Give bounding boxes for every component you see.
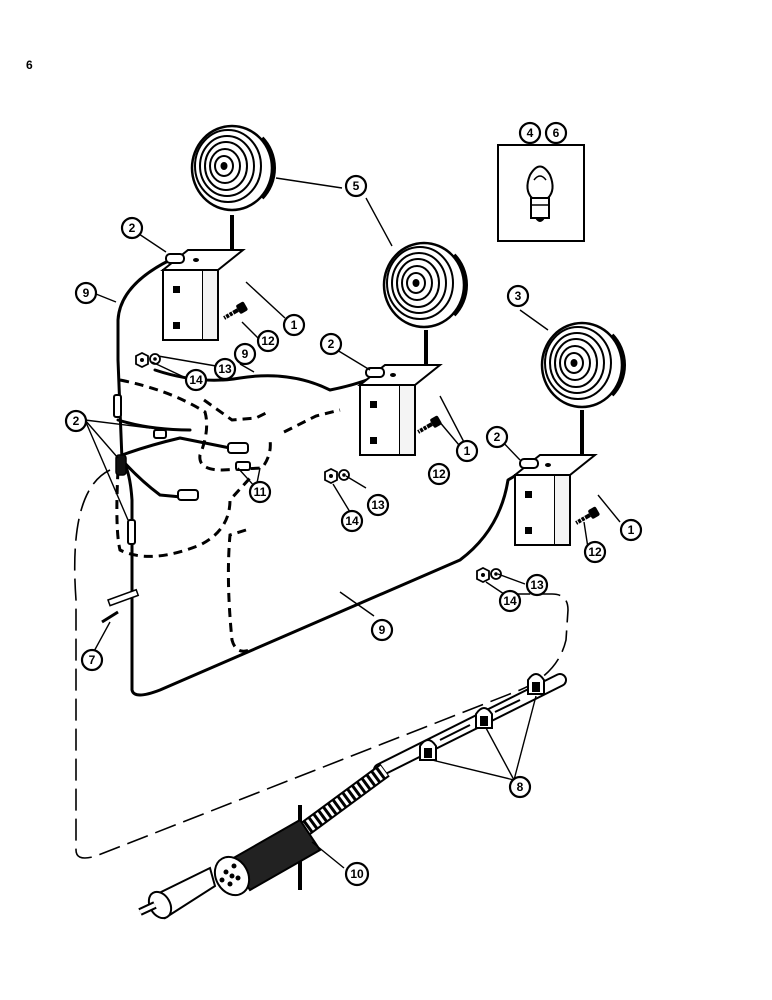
leader-lines [84, 177, 621, 869]
svg-text:2: 2 [73, 414, 80, 428]
svg-text:4: 4 [527, 126, 534, 140]
dashed-wire-a [119, 378, 272, 472]
svg-text:8: 8 [517, 780, 524, 794]
svg-text:9: 9 [83, 286, 90, 300]
callout-10: 10 [344, 861, 370, 887]
callout-9-center: 9 [233, 342, 257, 366]
callout-12-left: 12 [256, 329, 280, 353]
svg-text:1: 1 [291, 318, 298, 332]
dashed-wire-e [203, 398, 269, 422]
svg-text:5: 5 [353, 179, 360, 193]
callout-3: 3 [506, 284, 530, 308]
svg-text:10: 10 [350, 867, 364, 881]
lamp-left [190, 124, 277, 255]
harness-branch-1 [120, 436, 242, 457]
page-number: 6 [26, 58, 33, 72]
bulb-inset [497, 144, 585, 242]
svg-text:1: 1 [628, 523, 635, 537]
svg-text:12: 12 [588, 545, 602, 559]
grommet [519, 458, 539, 469]
cable-clip [527, 673, 545, 695]
connector-plug [227, 442, 249, 454]
dashed-wire-d [283, 408, 341, 434]
cable-conduit [373, 673, 567, 777]
plug-assembly [138, 763, 390, 920]
harness-wire-left [116, 258, 527, 697]
svg-text:9: 9 [242, 347, 249, 361]
bracket-center [359, 364, 441, 456]
svg-text:14: 14 [189, 373, 203, 387]
svg-text:13: 13 [371, 498, 385, 512]
svg-text:2: 2 [328, 337, 335, 351]
callout-2-left: 2 [120, 216, 144, 240]
lamp-right [540, 321, 627, 460]
callout-9-left: 9 [74, 281, 98, 305]
callout-1-right: 1 [619, 518, 643, 542]
nut-washer [135, 352, 161, 368]
callout-1-center: 1 [455, 439, 479, 463]
callout-11: 11 [248, 480, 272, 504]
callout-7: 7 [80, 648, 104, 672]
harness-branch-3 [116, 418, 192, 432]
bolt [413, 413, 445, 439]
callout-2-harness: 2 [64, 409, 88, 433]
svg-text:13: 13 [530, 578, 544, 592]
svg-text:14: 14 [345, 514, 359, 528]
svg-text:9: 9 [379, 623, 386, 637]
harness-outline [73, 469, 569, 859]
callout-1-left: 1 [282, 313, 306, 337]
cable-clip [419, 739, 437, 761]
callout-6: 6 [544, 121, 568, 145]
connector-plug [235, 461, 251, 471]
bolt [219, 299, 251, 325]
callout-13-right: 13 [525, 573, 549, 597]
svg-text:7: 7 [89, 653, 96, 667]
nut-washer [324, 468, 350, 484]
callout-5: 5 [344, 174, 368, 198]
svg-text:12: 12 [432, 467, 446, 481]
svg-text:6: 6 [553, 126, 560, 140]
callout-14-left: 14 [184, 368, 208, 392]
tie-strap [101, 588, 140, 624]
cable-clip [475, 707, 493, 729]
callout-2-right: 2 [485, 425, 509, 449]
nut-washer [476, 567, 502, 583]
callout-14-right: 14 [498, 589, 522, 613]
callout-14-center: 14 [340, 509, 364, 533]
connector-plug [153, 429, 167, 439]
connector-sleeve [113, 394, 122, 418]
callout-4: 4 [518, 121, 542, 145]
dashed-wire-c [226, 528, 251, 653]
svg-text:12: 12 [261, 334, 275, 348]
bolt [571, 504, 603, 530]
harness-junction [115, 454, 127, 476]
grommet [165, 253, 185, 264]
callout-13-center: 13 [366, 493, 390, 517]
svg-text:3: 3 [515, 289, 522, 303]
svg-text:13: 13 [218, 362, 232, 376]
grommet [365, 367, 385, 378]
connector-plug [177, 489, 199, 501]
lamp-center [382, 241, 469, 368]
svg-text:2: 2 [494, 430, 501, 444]
callout-2-center: 2 [319, 332, 343, 356]
svg-text:14: 14 [503, 594, 517, 608]
svg-text:11: 11 [254, 485, 267, 499]
svg-text:1: 1 [464, 444, 471, 458]
connector-sleeve [127, 519, 136, 545]
dashed-wire-b [115, 469, 252, 558]
svg-text:2: 2 [129, 221, 136, 235]
callout-12-center: 12 [427, 462, 451, 486]
callout-13-left: 13 [213, 357, 237, 381]
callout-12-right: 12 [583, 540, 607, 564]
callout-8: 8 [508, 775, 532, 799]
callout-9-right: 9 [370, 618, 394, 642]
